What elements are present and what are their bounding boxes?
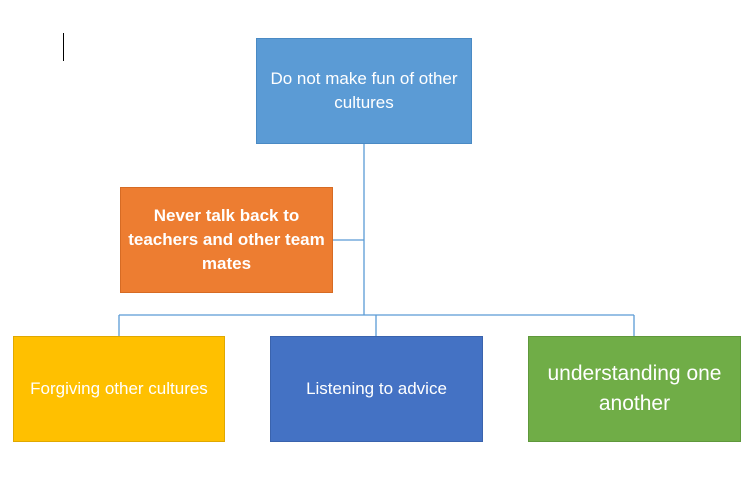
assistant-node-label: Never talk back to teachers and other te… (128, 206, 325, 273)
top-node-label: Do not make fun of other cultures (270, 69, 458, 112)
child-node-understanding-label: understanding one another (547, 362, 722, 415)
child-node-forgiving-label: Forgiving other cultures (30, 379, 208, 398)
child-node-understanding-box[interactable]: understanding one another (528, 336, 741, 442)
text-cursor (63, 33, 64, 61)
child-node-listening-box[interactable]: Listening to advice (270, 336, 483, 442)
child-node-listening-label: Listening to advice (306, 379, 447, 398)
assistant-node-box[interactable]: Never talk back to teachers and other te… (120, 187, 333, 293)
child-node-forgiving-box[interactable]: Forgiving other cultures (13, 336, 225, 442)
top-node-box[interactable]: Do not make fun of other cultures (256, 38, 472, 144)
